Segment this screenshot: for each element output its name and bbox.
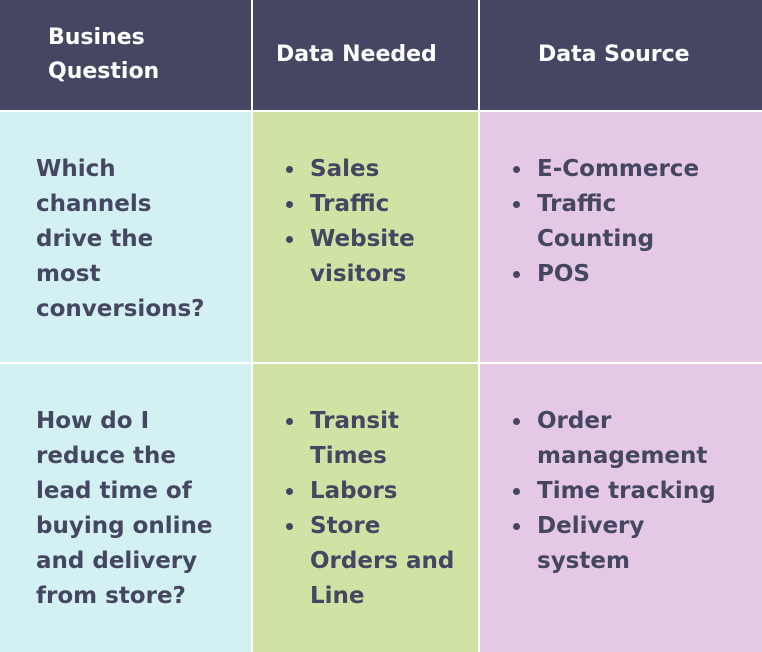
list-item: Labors [286,474,470,509]
list-item: POS [513,257,756,292]
row-1-data-needed: Sales Traffic Website visitors [253,112,478,362]
list-item: Delivery system [513,509,657,579]
row-1-question: Which channels drive the most conversion… [0,112,251,362]
row-2-data-needed: Transit Times Labors Store Orders and Li… [253,364,478,652]
data-needed-list: Sales Traffic Website visitors [286,152,470,292]
row-2-question: How do I reduce the lead time of buying … [0,364,251,652]
list-item: Traffic [286,187,470,222]
question-text: Which channels drive the most conversion… [36,156,205,322]
header-label: Data Needed [276,42,437,67]
list-item: Website visitors [286,222,420,292]
data-source-list: E-Commerce Traffic Counting POS [513,152,756,292]
list-item: Order management [513,404,727,474]
data-needed-list: Transit Times Labors Store Orders and Li… [286,404,470,614]
data-source-list: Order management Time tracking Delivery … [513,404,756,579]
list-item: Time tracking [513,474,756,509]
list-item: Traffic Counting [513,187,667,257]
list-item: E-Commerce [513,152,756,187]
header-label: Data Source [538,42,690,67]
header-label: Busines Question [48,25,160,84]
list-item: Sales [286,152,470,187]
header-data-needed: Data Needed [253,0,478,110]
row-1-data-source: E-Commerce Traffic Counting POS [480,112,762,362]
list-item: Transit Times [286,404,410,474]
header-business-question: Busines Question [0,0,251,110]
header-data-source: Data Source [480,0,762,110]
question-text: How do I reduce the lead time of buying … [36,408,213,609]
list-item: Store Orders and Line [286,509,470,614]
row-2-data-source: Order management Time tracking Delivery … [480,364,762,652]
